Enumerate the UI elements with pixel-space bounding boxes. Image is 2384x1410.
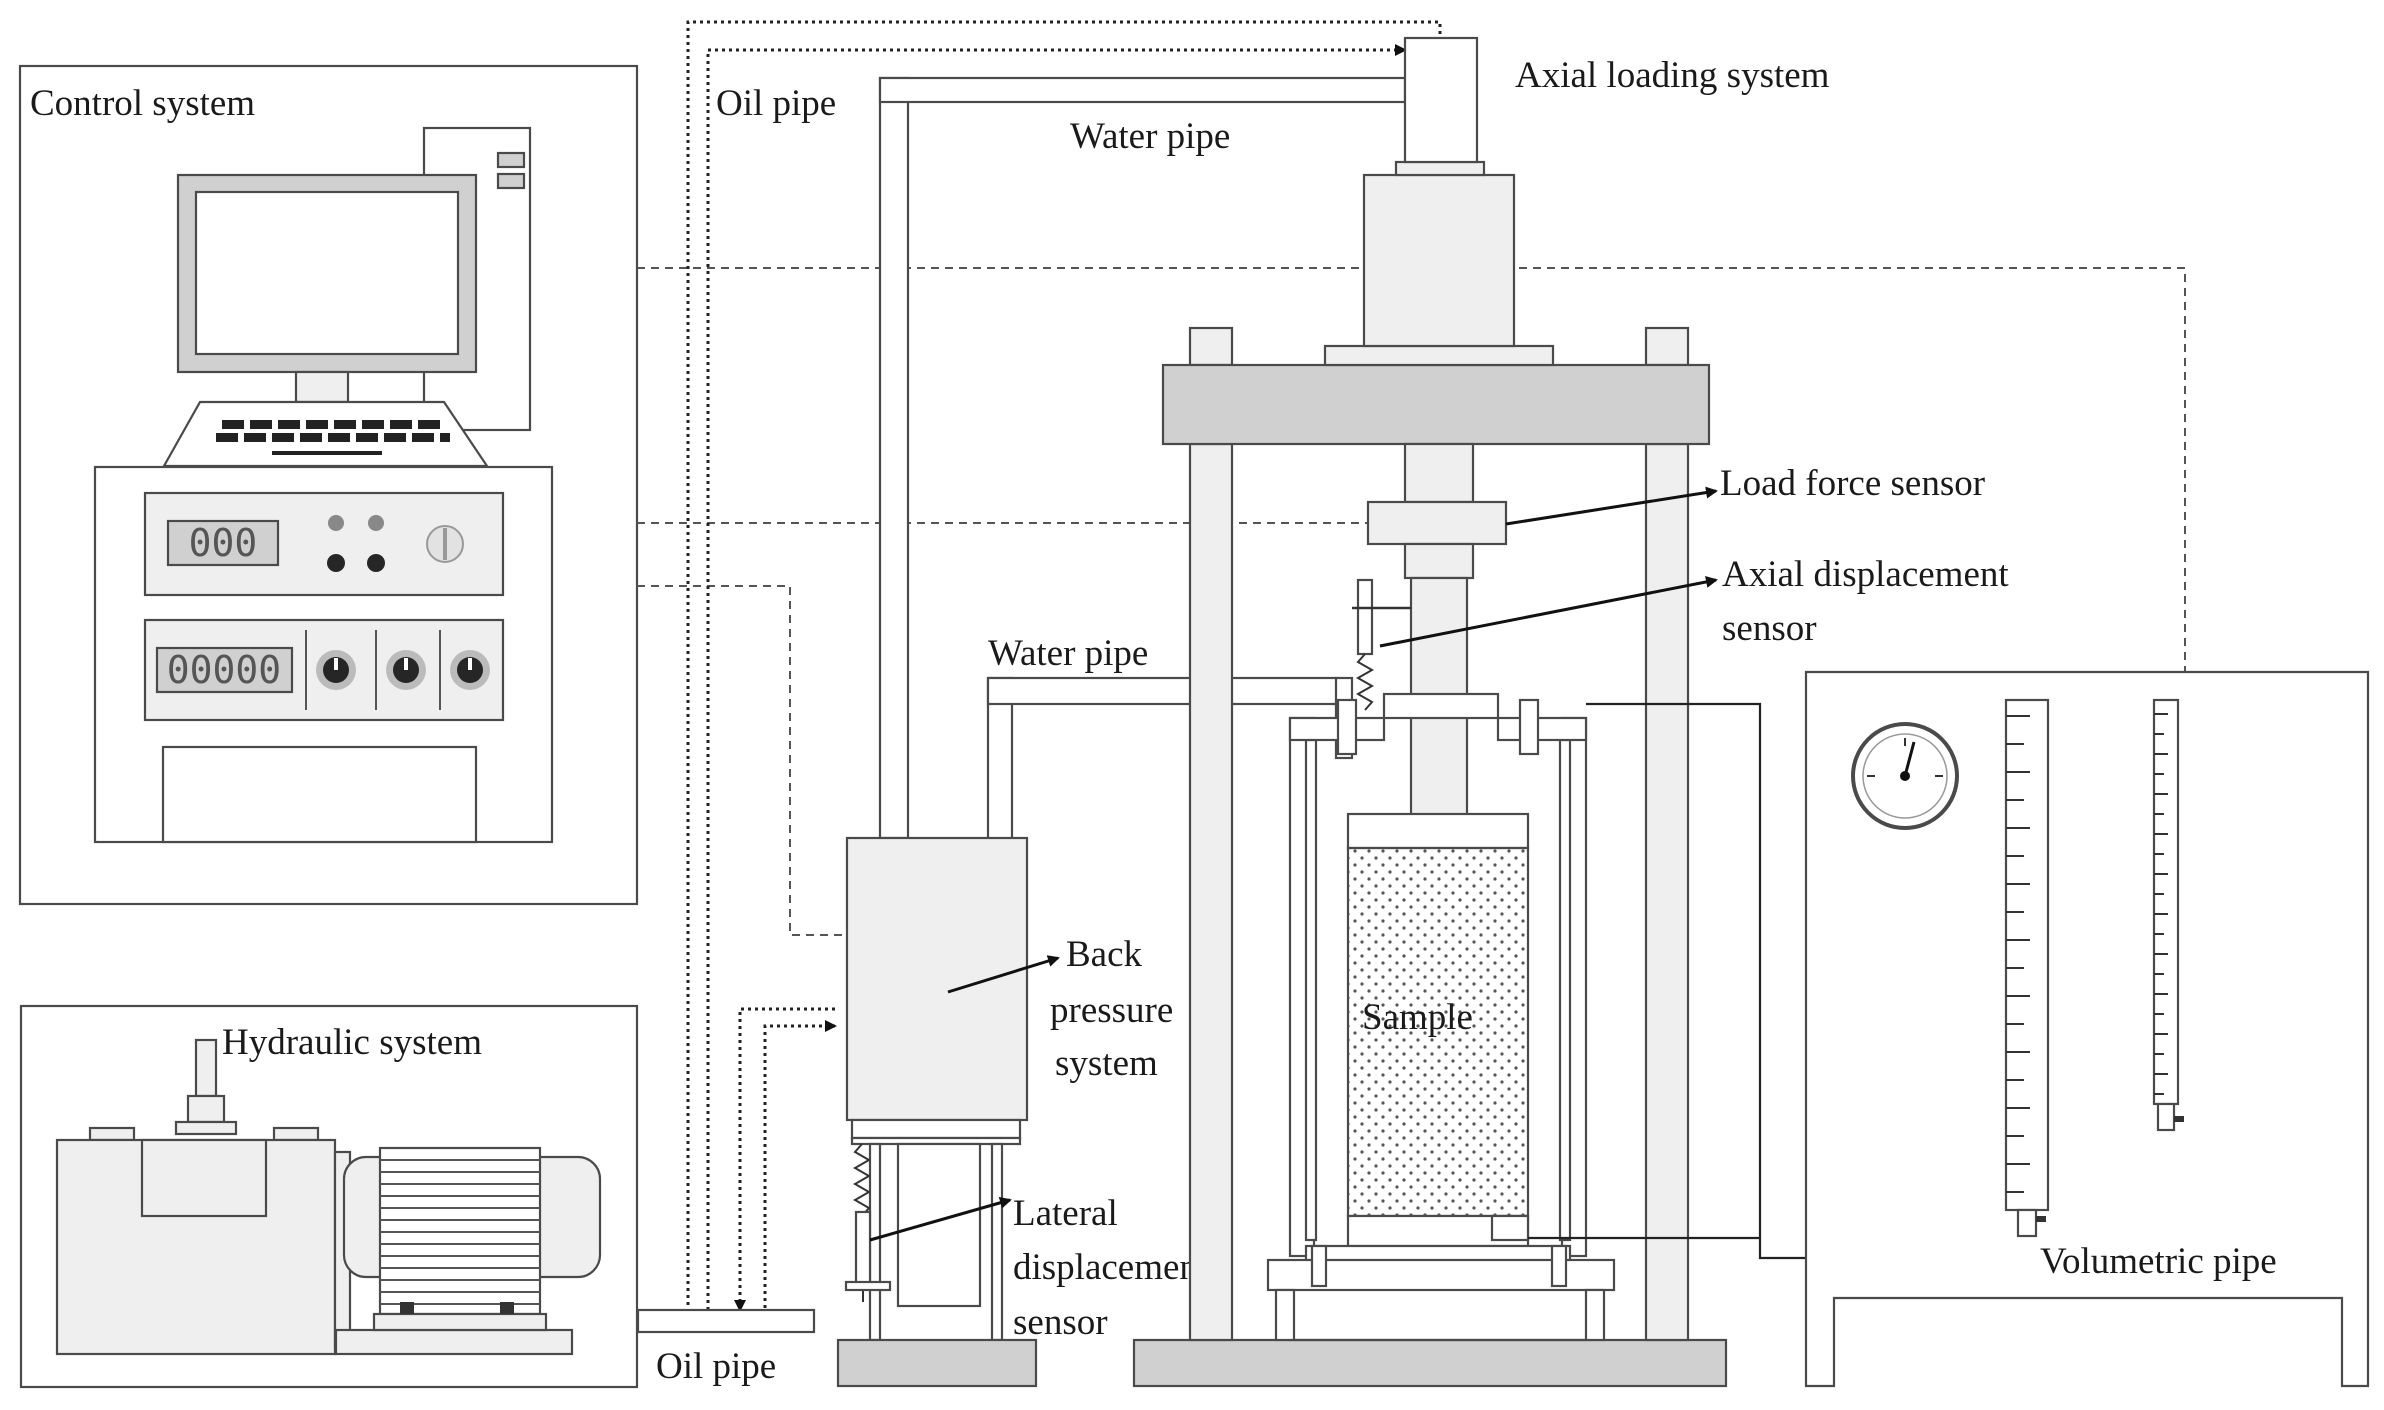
load-force-sensor-label: Load force sensor bbox=[1720, 463, 1985, 504]
pressure-gauge-icon bbox=[1851, 722, 1959, 830]
oil-pipe-base bbox=[636, 1308, 816, 1334]
control-system-label: Control system bbox=[30, 83, 255, 124]
callout-arrows bbox=[869, 486, 1718, 1242]
volumetric-pipe-large bbox=[2004, 698, 2050, 1238]
hydraulic-system: Hydraulic system bbox=[19, 1004, 639, 1389]
back-pressure-label-3: system bbox=[1055, 1043, 1158, 1084]
axial-actuator bbox=[1362, 173, 1516, 348]
crossbeam bbox=[1161, 363, 1711, 446]
water-pipe-top bbox=[878, 76, 1407, 840]
load-force-sensor bbox=[1366, 500, 1508, 546]
lateral-displacement-label-1: Lateral bbox=[1013, 1193, 1118, 1234]
back-pressure-label-2: pressure bbox=[1050, 990, 1173, 1031]
hydraulic-system-label: Hydraulic system bbox=[222, 1022, 482, 1063]
control-system: 000 00000 Control system bbox=[18, 64, 639, 906]
panel1-readout: 000 bbox=[189, 521, 258, 565]
axial-displacement-sensor bbox=[1352, 578, 1411, 711]
sample-label: Sample bbox=[1362, 997, 1473, 1038]
water-pipe-mid bbox=[986, 676, 1354, 842]
back-pressure-label-1: Back bbox=[1066, 934, 1143, 975]
lateral-displacement-label-2: displacement bbox=[1013, 1247, 1209, 1288]
axial-displacement-label-2: sensor bbox=[1722, 608, 1817, 649]
panel2-readout: 00000 bbox=[167, 648, 281, 692]
pressure-cell bbox=[1266, 692, 1616, 1342]
lateral-displacement-sensor bbox=[844, 1143, 892, 1302]
water-pipe-mid-label: Water pipe bbox=[988, 633, 1148, 674]
volumetric-pipe-label: Volumetric pipe bbox=[2040, 1241, 2277, 1282]
back-pressure-system bbox=[836, 836, 1038, 1388]
oil-pipe-top-label: Oil pipe bbox=[716, 83, 836, 124]
water-pipe-top-label: Water pipe bbox=[1070, 116, 1230, 157]
lateral-displacement-label-3: sensor bbox=[1013, 1302, 1108, 1343]
sample-top-cap bbox=[1346, 812, 1530, 850]
oil-pipe-lines bbox=[686, 20, 1446, 1312]
signal-lines bbox=[637, 267, 2186, 936]
keyboard bbox=[216, 420, 450, 455]
volumetric-panel bbox=[1804, 670, 2370, 1388]
axial-loading-cylinder bbox=[1403, 36, 1479, 164]
panel2-knobs bbox=[316, 650, 490, 690]
axial-displacement-label-1: Axial displacement bbox=[1722, 554, 2009, 595]
volumetric-pipe-small bbox=[2152, 698, 2184, 1132]
axial-loading-system-label: Axial loading system bbox=[1515, 55, 1830, 96]
oil-pipe-bottom-label: Oil pipe bbox=[656, 1346, 776, 1387]
